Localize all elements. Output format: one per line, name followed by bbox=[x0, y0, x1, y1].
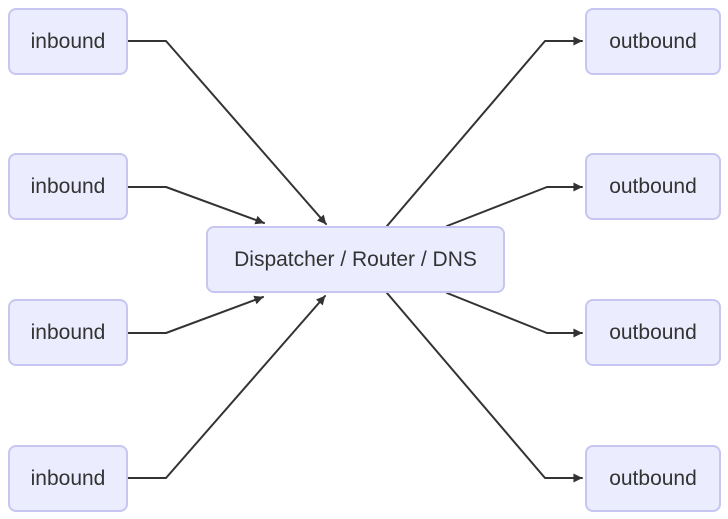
edge-inbound-1-to-dispatcher bbox=[127, 40, 327, 225]
edge-dispatcher-to-outbound-3 bbox=[446, 292, 583, 338]
node-outbound-3: outbound bbox=[585, 299, 721, 366]
edge-dispatcher-to-outbound-1 bbox=[386, 36, 583, 227]
node-inbound-2: inbound bbox=[8, 153, 128, 220]
node-outbound-4: outbound bbox=[585, 445, 721, 512]
node-inbound-3: inbound bbox=[8, 299, 128, 366]
node-dispatcher: Dispatcher / Router / DNS bbox=[206, 226, 505, 293]
edge-inbound-4-to-dispatcher bbox=[127, 295, 326, 479]
edge-dispatcher-to-outbound-2 bbox=[446, 182, 583, 227]
node-outbound-1: outbound bbox=[585, 8, 721, 75]
node-inbound-4: inbound bbox=[8, 445, 128, 512]
node-outbound-2: outbound bbox=[585, 153, 721, 220]
edge-dispatcher-to-outbound-4 bbox=[386, 292, 583, 483]
edge-inbound-2-to-dispatcher bbox=[127, 186, 265, 225]
node-inbound-1: inbound bbox=[8, 8, 128, 75]
edge-inbound-3-to-dispatcher bbox=[127, 295, 264, 334]
